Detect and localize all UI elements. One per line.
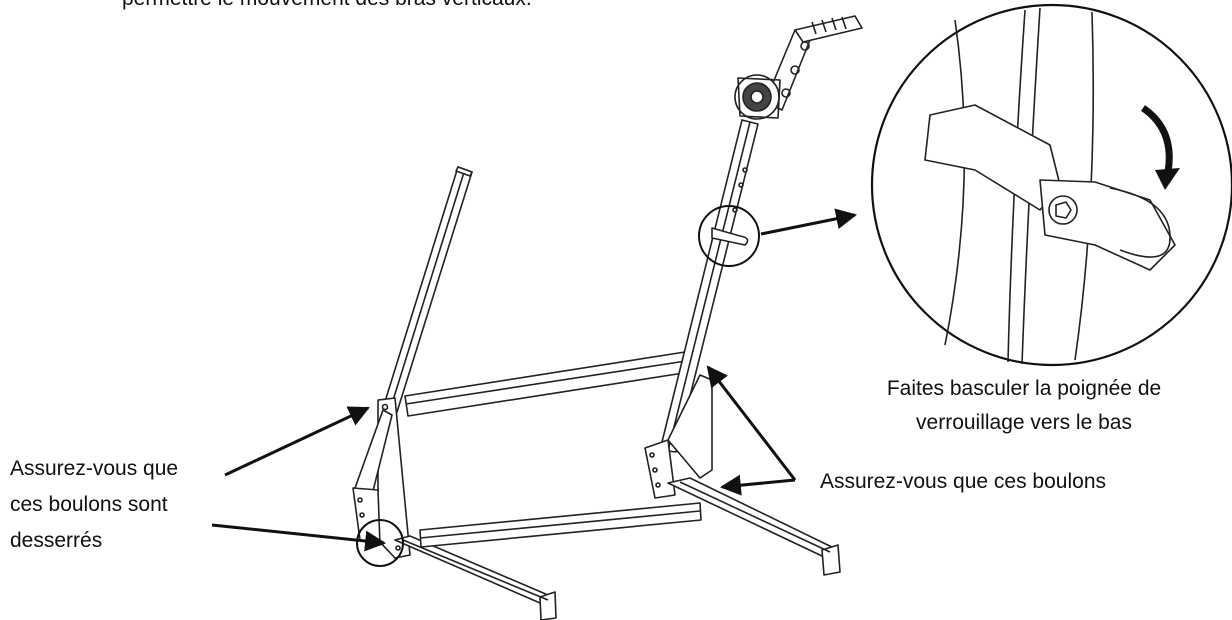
lock-handle-small — [711, 227, 749, 246]
right-vertical-arm — [659, 119, 759, 453]
upper-crossbar — [404, 351, 691, 417]
right-arrow-upper — [706, 365, 797, 481]
zoom-caption-line2: verrouillage vers le bas — [916, 411, 1132, 434]
crank-handle — [734, 15, 863, 120]
zoom-caption-line1: Faites basculer la poignée de — [886, 377, 1162, 400]
zoom-detail — [870, 3, 1232, 367]
right-floor-beam — [667, 477, 841, 576]
instruction-top-text: permettre le mouvement des bras verticau… — [122, 0, 532, 13]
lock-highlight-circle — [698, 205, 760, 267]
right-arrow-lower — [719, 474, 796, 496]
left-arrow-upper — [224, 406, 370, 477]
bolt-highlight-circle — [356, 519, 404, 567]
lower-crossbar — [419, 502, 702, 548]
left-callout-line2: ces boulons sont — [10, 493, 168, 516]
right-callout-label: Assurez-vous que ces boulons — [820, 470, 1106, 493]
left-callout-line1: Assurez-vous que — [10, 457, 179, 480]
left-floor-beam — [394, 535, 557, 620]
zoom-arrow — [760, 208, 858, 236]
left-arrow-lower — [211, 523, 387, 552]
left-callout-line3: desserrés — [10, 529, 103, 552]
zoom-caption: Faites basculer la poignée de verrouilla… — [845, 374, 1203, 437]
left-vertical-arm — [382, 166, 473, 413]
left-callout-label: Assurez-vous que ces boulons sont desser… — [10, 454, 178, 555]
